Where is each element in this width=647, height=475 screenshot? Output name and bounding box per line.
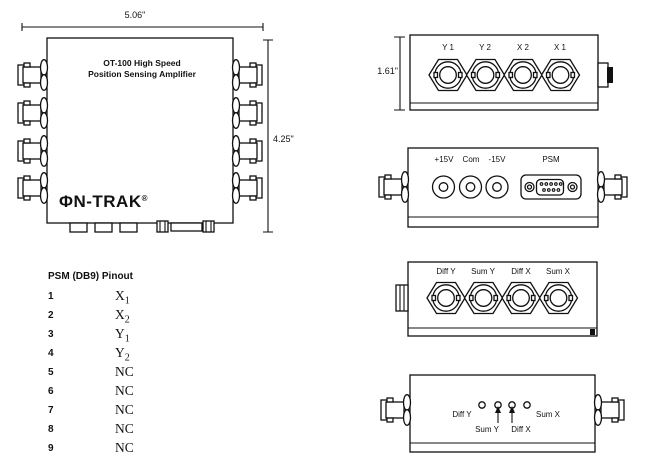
pinout-row-5: 5 NC	[48, 364, 198, 383]
output-label-diff-x: Diff X	[511, 267, 531, 276]
pin-signal: X2	[115, 307, 130, 326]
main-unit-left-bnc-connectors	[17, 59, 49, 204]
main-unit-title: OT-100 High Speed Position Sensing Ampli…	[50, 58, 234, 80]
power-label-psm: PSM	[542, 155, 560, 164]
pinout-row-7: 7 NC	[48, 402, 198, 421]
power-label-plus15v: +15V	[434, 155, 454, 164]
banana-jack-com-icon	[458, 175, 483, 199]
pinout-row-8: 8 NC	[48, 421, 198, 440]
pin-signal: Y2	[115, 345, 130, 364]
pinout-row-2: 2 X2	[48, 307, 198, 326]
pin-signal: NC	[115, 383, 134, 398]
arrow-diff-x-icon	[509, 406, 515, 423]
arrow-sum-y-icon	[495, 406, 501, 423]
testpoint-label-diff-y: Diff Y	[452, 410, 472, 419]
testpoint-label-diff-x: Diff X	[511, 425, 531, 434]
pin-number: 7	[48, 405, 54, 416]
output-label-diff-y: Diff Y	[436, 267, 456, 276]
pin-number: 4	[48, 348, 54, 359]
pin-number: 6	[48, 386, 54, 397]
output-label-sum-y: Sum Y	[471, 267, 495, 276]
pin-number: 9	[48, 443, 54, 454]
panel-height-dimension-label: 1.61"	[377, 66, 398, 76]
power-label-com: Com	[462, 155, 480, 164]
height-dimension-label: 4.25"	[273, 134, 294, 144]
pinout-heading: PSM (DB9) Pinout	[48, 271, 133, 282]
pin-signal: NC	[115, 421, 134, 436]
width-dimension-label: 5.06"	[124, 10, 146, 20]
pin-number: 3	[48, 329, 54, 340]
main-unit-title-line1: OT-100 High Speed	[103, 58, 181, 68]
input-label-y1: Y 1	[442, 43, 454, 52]
pinout-row-9: 9 NC	[48, 440, 198, 459]
pin-number: 2	[48, 310, 54, 321]
pin-signal: NC	[115, 402, 134, 417]
testpoint-label-sum-y: Sum Y	[475, 425, 499, 434]
pin-number: 1	[48, 291, 54, 302]
pinout-row-1: 1 X1	[48, 288, 198, 307]
panel-height-dimension-line	[394, 36, 405, 111]
testpoint-panel-outline	[409, 374, 596, 453]
pin-signal: Y1	[115, 326, 130, 345]
pin-signal: X1	[115, 288, 130, 307]
banana-jack-minus15v-icon	[485, 175, 509, 199]
width-dimension-line	[21, 23, 264, 31]
main-unit-title-line2: Position Sensing Amplifier	[88, 69, 196, 79]
pinout-row-4: 4 Y2	[48, 345, 198, 364]
pinout-row-6: 6 NC	[48, 383, 198, 402]
main-unit-right-bnc-connectors	[231, 59, 263, 204]
registered-mark: ®	[141, 194, 149, 203]
input-label-x1: X 1	[553, 43, 566, 52]
pinout-row-3: 3 Y1	[48, 326, 198, 345]
height-dimension-line	[263, 39, 273, 233]
main-unit-outline	[46, 37, 234, 233]
pin-signal: NC	[115, 440, 134, 455]
pin-number: 8	[48, 424, 54, 435]
output-label-sum-x: Sum X	[545, 267, 570, 276]
input-label-x2: X 2	[516, 43, 529, 52]
psm-db9-connector-icon	[520, 174, 582, 200]
pin-number: 5	[48, 367, 54, 378]
input-label-y2: Y 2	[479, 43, 491, 52]
testpoint-label-sum-x: Sum X	[535, 410, 560, 419]
banana-jack-plus15v-icon	[431, 175, 456, 199]
brand-logo: ΦN-TRAK®	[59, 192, 149, 211]
pin-signal: NC	[115, 364, 134, 379]
power-label-minus15v: -15V	[488, 155, 506, 164]
